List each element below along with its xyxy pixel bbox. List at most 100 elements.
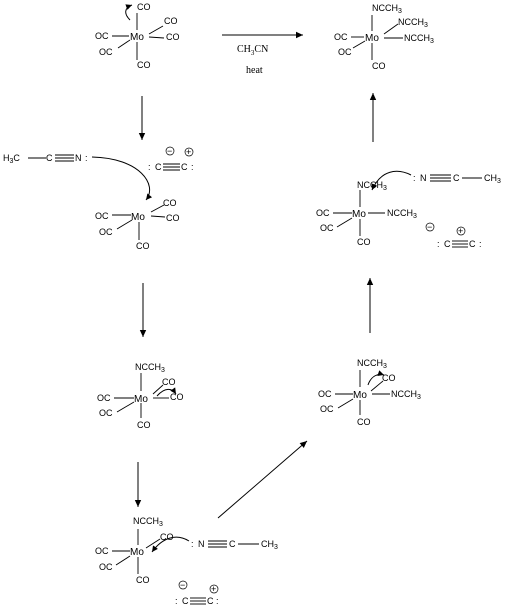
ligand-co-right: CO [166,32,180,42]
ligand-co-upper-right: CO [163,198,177,208]
ligand-oc-left: OC [334,32,348,42]
complex-product-tris-acetonitrile: Mo NCCH3 NCCH3 NCCH3 OC OC CO [334,3,434,71]
ligand-oc-lower-left: OC [99,562,113,572]
ligand-co-upper-right: CO [382,373,396,383]
ligand-co-bottom: CO [136,575,150,585]
overall-reaction-arrow: CH3CN heat [222,31,303,76]
nitrogen-lone-pair: : [85,153,88,163]
complex-mo-co5-ncch3: Mo NCCH3 CO CO OC OC CO [97,362,184,430]
ligand-co-bottom: CO [137,420,151,430]
acetonitrile-methyl: CH3 [484,173,501,185]
charge-minus: − [180,580,185,590]
ligand-co-bottom: CO [357,237,371,247]
ligand-co-bottom: CO [136,241,150,251]
co-oxygen: C [181,162,188,172]
free-co-2: − + : C C : [175,580,219,606]
acetonitrile-nitrogen: N [75,153,82,163]
ligand-oc-lower-left: OC [99,47,113,57]
ligand-co-upper-right: CO [160,532,174,542]
carbon-lone-pair: : [175,596,178,606]
ligand-co-bottom: CO [372,61,386,71]
complex-mo-co4-ncch3: Mo NCCH3 CO OC OC CO [95,516,174,585]
ligand-ncch3-top: NCCH3 [372,3,402,15]
complex-mo-co4-ncch3-2: Mo NCCH3 CO NCCH3 OC OC CO [318,358,421,427]
ligand-co-right: CO [166,213,180,223]
ligand-oc-left: OC [318,389,332,399]
complex-mo-co3-ncch3-2: Mo NCCH3 NCCH3 OC OC CO [316,180,417,247]
oxygen-lone-pair: : [216,596,219,606]
incoming-acetonitrile-right: : N C CH3 [371,170,501,191]
ligand-ncch3-right: NCCH3 [404,33,434,45]
nucleophilic-attack-arrow [151,536,190,553]
step-arrow-diagonal [217,440,308,519]
acetonitrile-methyl: CH3 [261,539,278,551]
ligand-ncch3-right: NCCH3 [391,389,421,401]
free-co-1: − + : C C : [148,146,194,172]
ligand-oc-left: OC [95,31,109,41]
ligand-co-upper-right: CO [162,377,176,387]
acetonitrile-carbon: C [229,539,236,549]
ligand-co-bottom: CO [137,60,151,70]
carbon-lone-pair: : [437,239,440,249]
ligand-oc-left: OC [95,546,109,556]
co-carbon: C [182,596,189,606]
metal-mo: Mo [134,394,148,405]
charge-plus: + [211,584,216,594]
complex-mo-co5: Mo CO CO OC OC CO [95,198,180,251]
nucleophilic-attack-arrow [91,156,153,201]
condition-solvent: CH3CN [237,44,268,57]
ligand-oc-left: OC [97,393,111,403]
oxygen-lone-pair: : [479,239,482,249]
metal-mo: Mo [131,212,145,223]
nucleophilic-attack-arrow [371,170,412,191]
nitrogen-lone-pair: : [413,173,416,183]
free-co-3: − + : C C : [425,222,482,249]
charge-plus: + [186,147,191,157]
co-carbon: C [155,162,162,172]
metal-mo: Mo [353,390,367,401]
ligand-ncch3-top: NCCH3 [135,362,165,374]
acetonitrile-nitrogen: N [420,173,427,183]
ligand-co-right: CO [170,392,184,402]
complex-mo-co6: Mo CO CO CO OC OC CO [95,2,180,70]
dissociation-curly-arrow [156,387,177,397]
carbon-lone-pair: : [148,162,151,172]
metal-mo: Mo [130,547,144,558]
ligand-ncch3-top: NCCH3 [357,358,387,370]
ligand-ncch3-top: NCCH3 [357,180,387,192]
ligand-oc-lower-left: OC [338,47,352,57]
charge-plus: + [458,226,463,236]
oxygen-lone-pair: : [191,162,194,172]
metal-mo: Mo [130,32,144,43]
acetonitrile-methyl: H3C [3,153,20,165]
co-oxygen: C [469,239,476,249]
ligand-co-upper-right: CO [164,16,178,26]
ligand-oc-left: OC [95,211,109,221]
condition-heat: heat [246,65,263,76]
ligand-oc-left: OC [316,208,330,218]
charge-minus: − [167,146,172,156]
ligand-ncch3-upper-right: NCCH3 [398,17,428,29]
acetonitrile-carbon: C [46,153,53,163]
co-carbon: C [444,239,451,249]
ligand-ncch3-top: NCCH3 [133,516,163,528]
ligand-oc-lower-left: OC [99,408,113,418]
acetonitrile-carbon: C [453,173,460,183]
co-oxygen: C [207,596,214,606]
charge-minus: − [427,222,432,232]
dissociation-curly-arrow [367,370,385,386]
acetonitrile-nitrogen: N [198,539,205,549]
ligand-oc-lower-left: OC [320,223,334,233]
dissociation-curly-arrow [125,4,133,21]
ligand-co-top: CO [137,2,151,12]
ligand-co-bottom: CO [357,417,371,427]
nitrogen-lone-pair: : [191,539,194,549]
ligand-oc-lower-left: OC [99,227,113,237]
metal-mo: Mo [365,33,379,44]
ligand-oc-lower-left: OC [320,404,334,414]
incoming-acetonitrile-bottom: : N C CH3 [151,536,278,553]
metal-mo: Mo [352,209,366,220]
ligand-ncch3-right: NCCH3 [387,208,417,220]
free-acetonitrile-left: H3C C N : [3,153,153,201]
